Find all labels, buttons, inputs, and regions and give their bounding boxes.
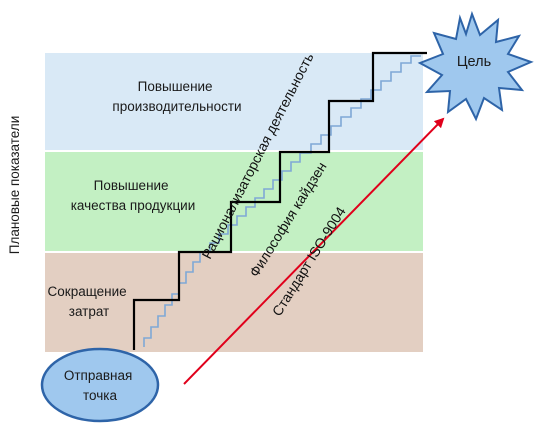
- start-point-label: Отправная точка: [64, 368, 136, 403]
- iso-arrow: [183, 117, 445, 385]
- goal-label: Цель: [457, 54, 491, 70]
- band-quality-line1: Повышение: [94, 178, 169, 193]
- rational-staircase: [132, 51, 427, 350]
- goal-star-shape: [417, 10, 534, 122]
- band-productivity-label: Повышение производительности: [112, 79, 241, 114]
- start-point-ellipse: [40, 347, 160, 423]
- band-productivity-line1: Повышение: [138, 79, 213, 94]
- start-point-line2: точка: [83, 388, 117, 403]
- y-axis-label: Плановые показатели: [7, 116, 22, 254]
- band-costs-line1: Сокращение: [48, 284, 127, 299]
- band-costs-label: Сокращение затрат: [48, 284, 131, 319]
- band-costs-line2: затрат: [69, 304, 110, 319]
- band-quality-line2: качества продукции: [71, 198, 196, 213]
- band-productivity-line2: производительности: [112, 99, 241, 114]
- band-costs: [45, 253, 423, 352]
- start-point-line1: Отправная: [64, 368, 132, 383]
- band-quality-label: Повышение качества продукции: [71, 178, 196, 213]
